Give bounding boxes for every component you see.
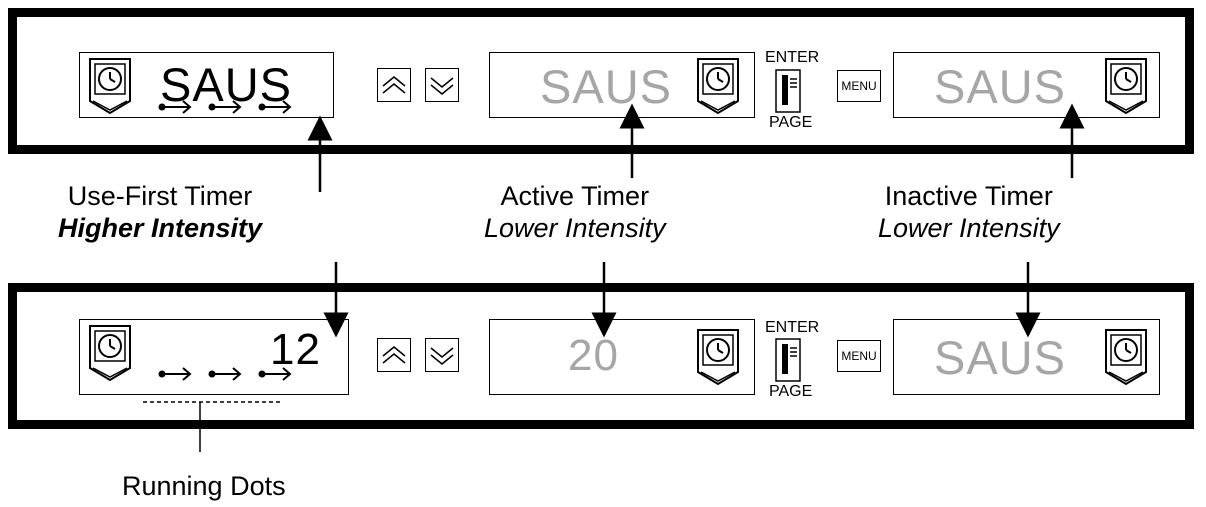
controller-panel-bottom: 12 20 ENTER [8,283,1194,429]
menu-button[interactable]: MENU [837,340,881,372]
use-first-timer-display: 12 [79,319,349,395]
active-timer-subtitle: Lower Intensity [484,213,666,244]
use-first-timer-callout: Use-First Timer Higher Intensity [58,180,262,245]
up-button[interactable] [377,68,411,102]
running-dots-callout: Running Dots [122,471,286,501]
inactive-timer-text: SAUS [934,331,1066,384]
down-button[interactable] [425,68,459,102]
use-first-timer-subtitle: Higher Intensity [58,213,263,244]
up-button[interactable] [377,338,411,372]
running-dots-arrows [158,367,292,381]
inactive-timer-subtitle: Lower Intensity [878,213,1060,244]
active-timer-callout: Active Timer Lower Intensity [484,180,666,245]
chevron-up-icon [382,76,406,94]
page-label: PAGE [769,114,813,131]
use-first-timer-text: 12 [270,325,321,374]
enter-page-icon[interactable] [775,69,801,113]
use-first-timer-display: SAUS [79,52,334,118]
active-timer-title: Active Timer [500,181,650,211]
page-label: PAGE [769,383,813,400]
enter-label: ENTER [765,319,820,336]
active-timer-text: 20 [568,331,619,380]
controller-panel-top: SAUS SAUS ENTER [8,8,1194,154]
running-dots-arrows [158,100,292,114]
active-timer-text: SAUS [540,60,672,113]
inactive-timer-display: SAUS [893,52,1160,118]
inactive-timer-text: SAUS [934,60,1066,113]
down-button[interactable] [425,338,459,372]
enter-label: ENTER [765,49,820,66]
enter-page-icon[interactable] [775,338,801,382]
use-first-timer-title: Use-First Timer [67,181,253,211]
chevron-up-icon [382,346,406,364]
clock-icon [697,58,739,115]
clock-icon [89,58,131,115]
inactive-timer-callout: Inactive Timer Lower Intensity [878,180,1060,245]
chevron-down-icon [430,77,454,95]
use-first-timer-text: SAUS [160,58,292,111]
clock-icon [697,329,739,386]
chevron-down-icon [430,347,454,365]
inactive-timer-display: SAUS [893,319,1160,395]
clock-icon [1105,329,1147,386]
active-timer-display: 20 [489,319,755,395]
clock-icon [89,325,131,382]
menu-button[interactable]: MENU [837,70,881,102]
inactive-timer-title: Inactive Timer [884,181,1053,211]
clock-icon [1105,58,1147,115]
